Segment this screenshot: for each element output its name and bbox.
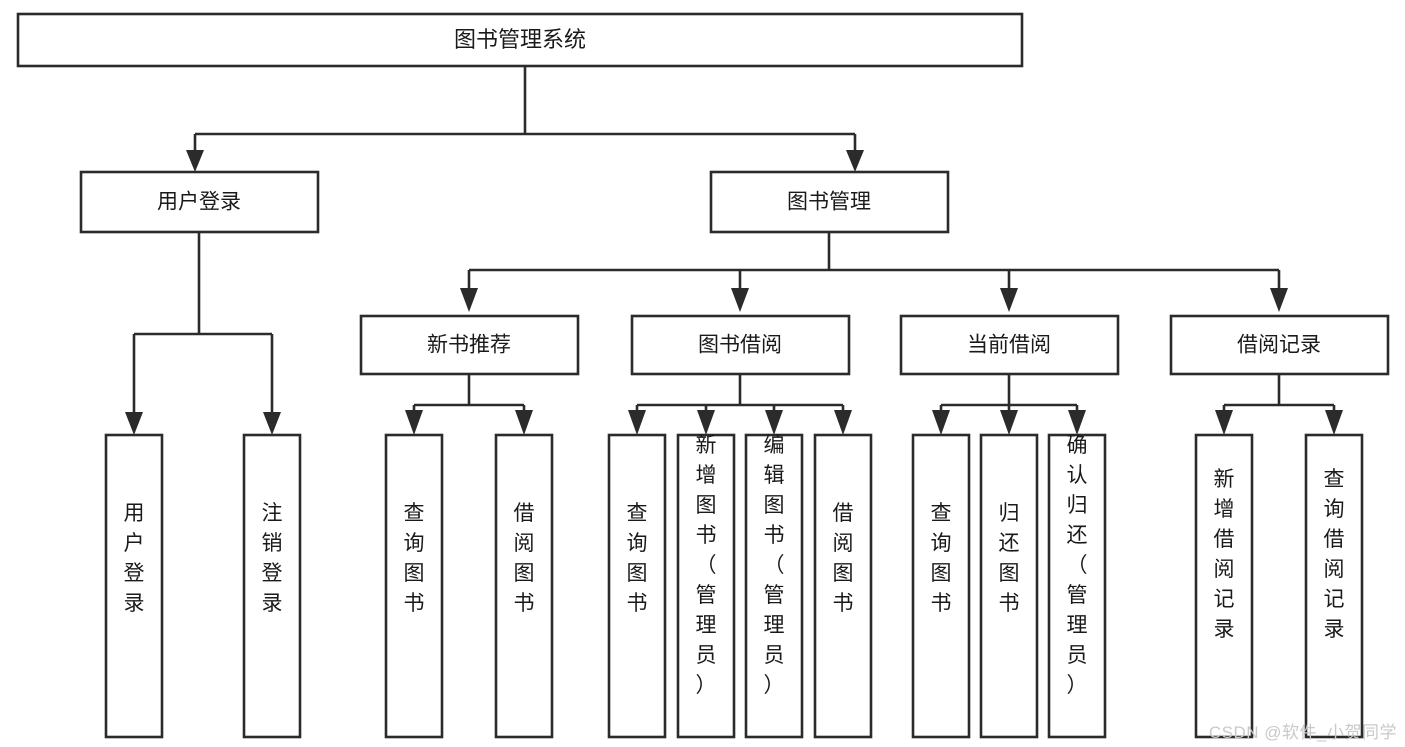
arrowhead-book-borrow-leaf-3 [765, 410, 783, 435]
arrowhead-to-user-login [186, 150, 204, 172]
leaf-current-borrow-3-label: 确认归还（管理员） [1067, 434, 1088, 697]
node-current-borrow[interactable]: 当前借阅 [899, 314, 1120, 376]
node-book-borrow-label: 图书借阅 [698, 334, 782, 357]
leaf-new-books-2[interactable]: 借阅图书 [494, 433, 554, 739]
leaf-new-books-1-label: 查询图书 [404, 502, 425, 615]
arrowhead-borrow-records-leaf-1 [1215, 410, 1233, 435]
leaf-borrow-records-1[interactable]: 新增借阅记录 [1194, 433, 1254, 739]
arrowhead-to-borrow-records [1270, 288, 1288, 312]
node-root-label: 图书管理系统 [454, 27, 586, 52]
arrowhead-user-login-leaf-2 [263, 412, 281, 435]
arrowhead-current-borrow-leaf-3 [1068, 410, 1086, 435]
leaf-user-login-1[interactable]: 用户登录 [104, 433, 164, 739]
arrowhead-book-borrow-leaf-4 [834, 410, 852, 435]
arrowhead-to-current-borrow [1000, 288, 1018, 312]
arrowhead-book-borrow-leaf-2 [697, 410, 715, 435]
node-book-management-label: 图书管理 [787, 191, 871, 214]
leaf-book-borrow-3-label: 编辑图书（管理员） [764, 434, 785, 697]
node-user-login[interactable]: 用户登录 [79, 170, 320, 234]
leaf-new-books-2-label: 借阅图书 [514, 502, 535, 615]
arrowhead-to-book-borrow [731, 288, 749, 312]
node-book-borrow-box[interactable] [630, 314, 851, 376]
leaf-book-borrow-2-label: 新增图书（管理员） [696, 434, 717, 697]
leaf-book-borrow-4[interactable]: 借阅图书 [813, 433, 873, 739]
arrowhead-current-borrow-leaf-2 [1000, 410, 1018, 435]
leaf-borrow-records-2-box[interactable] [1304, 433, 1364, 739]
arrowhead-current-borrow-leaf-1 [932, 410, 950, 435]
node-current-borrow-label: 当前借阅 [967, 334, 1051, 357]
leaf-book-borrow-3-box[interactable] [744, 433, 804, 739]
node-book-management[interactable]: 图书管理 [709, 170, 950, 234]
leaf-current-borrow-2-label: 归还图书 [999, 502, 1020, 615]
leaf-new-books-1-box[interactable] [384, 433, 444, 739]
node-borrow-records-label: 借阅记录 [1237, 334, 1321, 357]
leaf-book-borrow-2[interactable]: 新增图书（管理员） [676, 433, 736, 739]
leaf-book-borrow-1-box[interactable] [607, 433, 667, 739]
leaf-current-borrow-1-box[interactable] [911, 433, 971, 739]
leaf-book-borrow-4-label: 借阅图书 [833, 502, 854, 615]
leaf-borrow-records-1-box[interactable] [1194, 433, 1254, 739]
leaf-current-borrow-2[interactable]: 归还图书 [979, 433, 1039, 739]
leaf-borrow-records-2[interactable]: 查询借阅记录 [1304, 433, 1364, 739]
leaf-borrow-records-1-label: 新增借阅记录 [1214, 468, 1235, 641]
leaf-current-borrow-3-box[interactable] [1047, 433, 1107, 739]
leaf-current-borrow-2-box[interactable] [979, 433, 1039, 739]
leaf-borrow-records-2-label: 查询借阅记录 [1324, 468, 1345, 641]
node-new-books-box[interactable] [359, 314, 580, 376]
node-borrow-records[interactable]: 借阅记录 [1169, 314, 1390, 376]
arrowhead-new-books-leaf-2 [515, 410, 533, 435]
node-current-borrow-box[interactable] [899, 314, 1120, 376]
leaf-book-borrow-2-box[interactable] [676, 433, 736, 739]
node-new-books[interactable]: 新书推荐 [359, 314, 580, 376]
leaf-new-books-2-box[interactable] [494, 433, 554, 739]
arrowhead-borrow-records-leaf-2 [1325, 410, 1343, 435]
leaf-user-login-1-box[interactable] [104, 433, 164, 739]
leaf-current-borrow-1-label: 查询图书 [931, 502, 952, 615]
leaf-book-borrow-4-box[interactable] [813, 433, 873, 739]
leaf-user-login-2-label: 注销登录 [262, 502, 283, 615]
arrowhead-user-login-leaf-1 [125, 412, 143, 435]
node-book-borrow[interactable]: 图书借阅 [630, 314, 851, 376]
node-book-management-box[interactable] [709, 170, 950, 234]
arrowhead-book-borrow-leaf-1 [628, 410, 646, 435]
arrowhead-new-books-leaf-1 [405, 410, 423, 435]
leaf-user-login-2[interactable]: 注销登录 [242, 433, 302, 739]
node-borrow-records-box[interactable] [1169, 314, 1390, 376]
leaf-user-login-1-label: 用户登录 [124, 502, 145, 615]
node-new-books-label: 新书推荐 [427, 334, 511, 357]
arrowhead-to-book-mgmt [846, 150, 864, 172]
leaf-current-borrow-1[interactable]: 查询图书 [911, 433, 971, 739]
leaf-book-borrow-1-label: 查询图书 [627, 502, 648, 615]
node-root-box[interactable] [16, 12, 1024, 68]
leaf-current-borrow-3[interactable]: 确认归还（管理员） [1047, 433, 1107, 739]
node-root[interactable]: 图书管理系统 [16, 12, 1024, 68]
node-user-login-label: 用户登录 [157, 191, 241, 214]
leaf-book-borrow-3[interactable]: 编辑图书（管理员） [744, 433, 804, 739]
arrowhead-to-new-books [460, 288, 478, 312]
leaf-user-login-2-box[interactable] [242, 433, 302, 739]
leaf-book-borrow-1[interactable]: 查询图书 [607, 433, 667, 739]
leaf-new-books-1[interactable]: 查询图书 [384, 433, 444, 739]
